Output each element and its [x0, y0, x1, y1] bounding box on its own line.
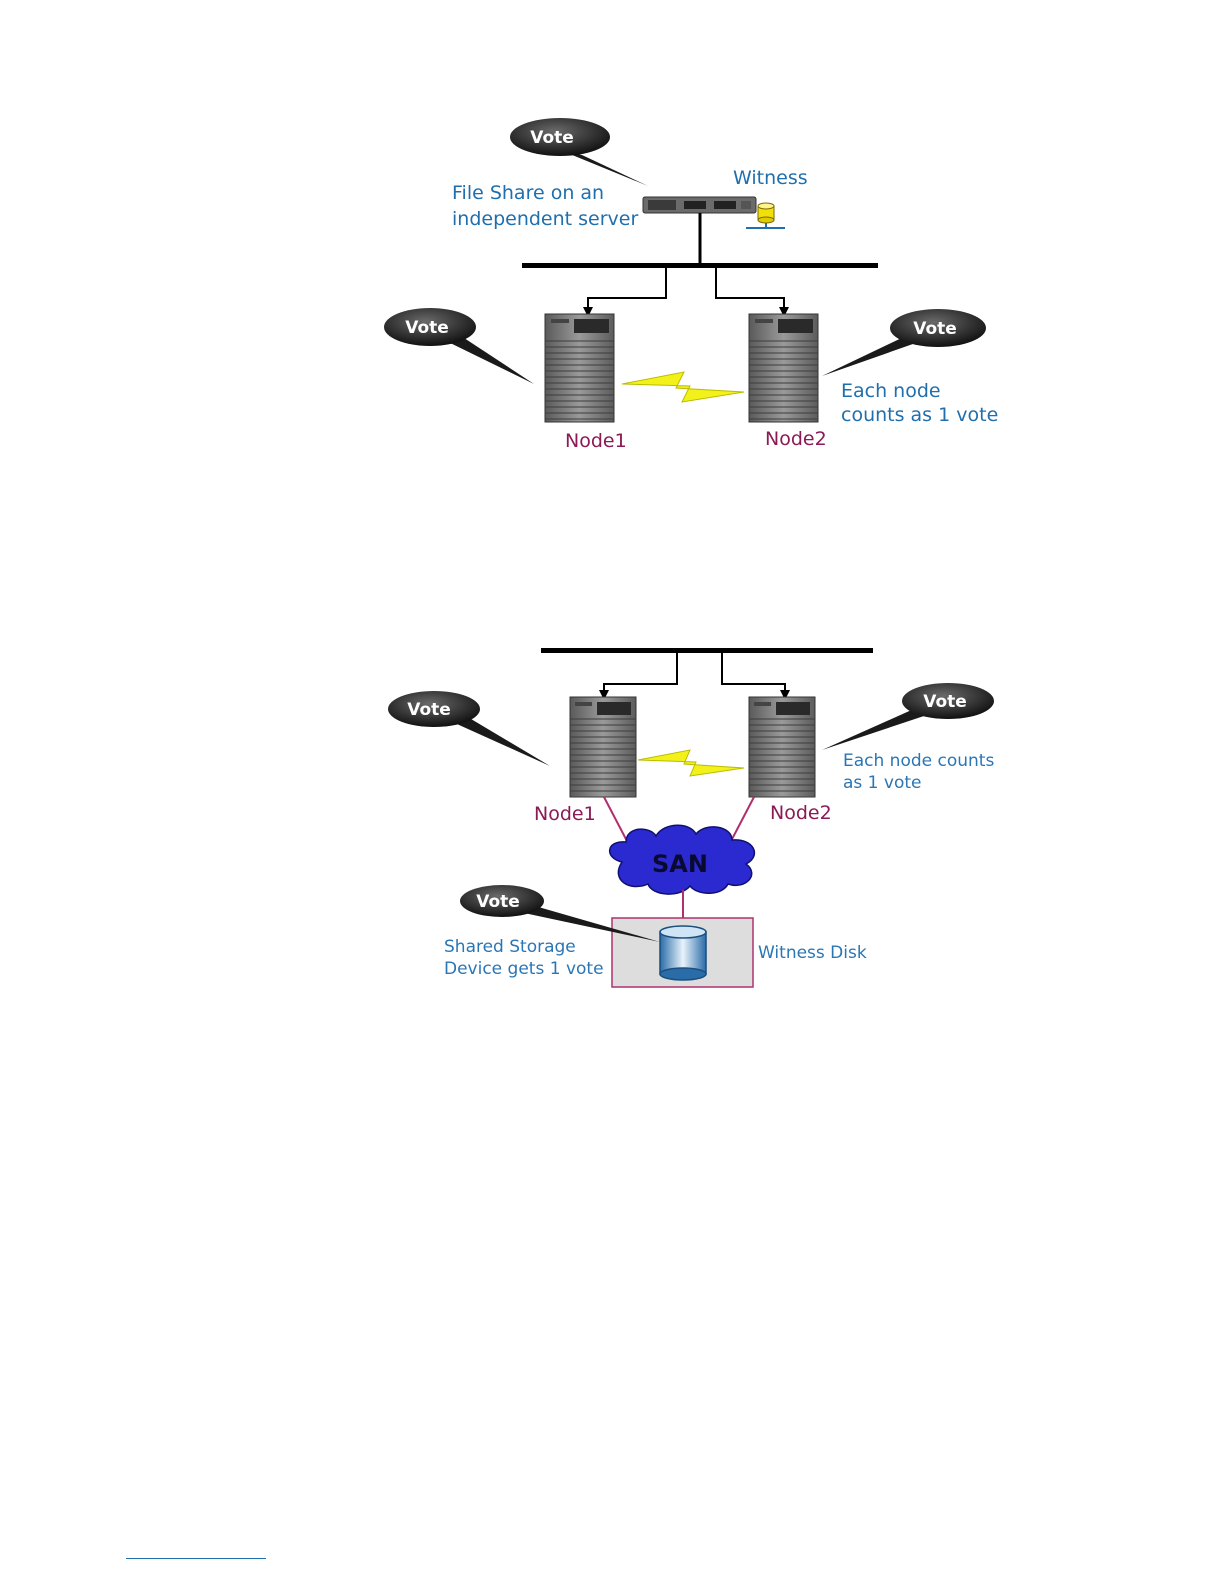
vote-text: Vote [407, 700, 451, 720]
vote-text: Vote [530, 128, 574, 148]
node1-label: Node1 [565, 430, 627, 452]
link-node2 [716, 266, 784, 312]
storage-label-line1: Shared Storage [444, 937, 576, 957]
vote-bubble-node1: Vote [388, 691, 550, 766]
each-node-label-line1: Each node [841, 380, 941, 402]
node1-label: Node1 [534, 803, 596, 825]
node2-label: Node2 [765, 428, 827, 450]
diagram-disk-witness: Vote Vote Each node counts as 1 vote Nod… [388, 648, 994, 987]
san-cloud-icon: SAN [610, 825, 755, 894]
vote-bubble-node1: Vote [384, 308, 534, 384]
link-node2 [722, 651, 785, 695]
vote-text: Vote [476, 892, 520, 912]
witness-label: Witness [733, 167, 808, 189]
node2-label: Node2 [770, 802, 832, 824]
node2-server-icon [749, 697, 815, 797]
heartbeat-lightning-icon [622, 372, 744, 402]
disk-cylinder-icon [660, 926, 706, 980]
node2-server-icon [749, 314, 818, 422]
network-bus [522, 263, 878, 268]
each-node-label-line1: Each node counts [843, 751, 994, 771]
vote-bubble-node2: Vote [822, 309, 986, 376]
diagram-file-share-witness: Vote File Share on an independent server… [384, 118, 998, 452]
vote-text: Vote [405, 318, 449, 338]
heartbeat-lightning-icon [638, 750, 744, 776]
vote-bubble-storage: Vote [460, 885, 660, 942]
footnote-separator [126, 1558, 266, 1559]
fileshare-label-line1: File Share on an [452, 182, 604, 204]
network-bus [541, 648, 873, 653]
node1-server-icon [545, 314, 614, 422]
san-label: SAN [652, 850, 708, 878]
fileshare-label-line2: independent server [452, 208, 638, 230]
witness-disk-label: Witness Disk [758, 943, 867, 963]
san-link-node2 [730, 797, 754, 843]
vote-text: Vote [923, 692, 967, 712]
vote-text: Vote [913, 319, 957, 339]
vote-bubble-witness: Vote [510, 118, 648, 186]
vote-bubble-node2: Vote [822, 683, 994, 750]
san-link-node1 [604, 797, 628, 843]
witness-server-icon [643, 197, 756, 213]
node1-server-icon [570, 697, 636, 797]
each-node-label-line2: counts as 1 vote [841, 404, 998, 426]
link-node1 [588, 266, 666, 312]
link-node1 [604, 651, 677, 695]
each-node-label-line2: as 1 vote [843, 773, 921, 793]
storage-label-line2: Device gets 1 vote [444, 959, 604, 979]
